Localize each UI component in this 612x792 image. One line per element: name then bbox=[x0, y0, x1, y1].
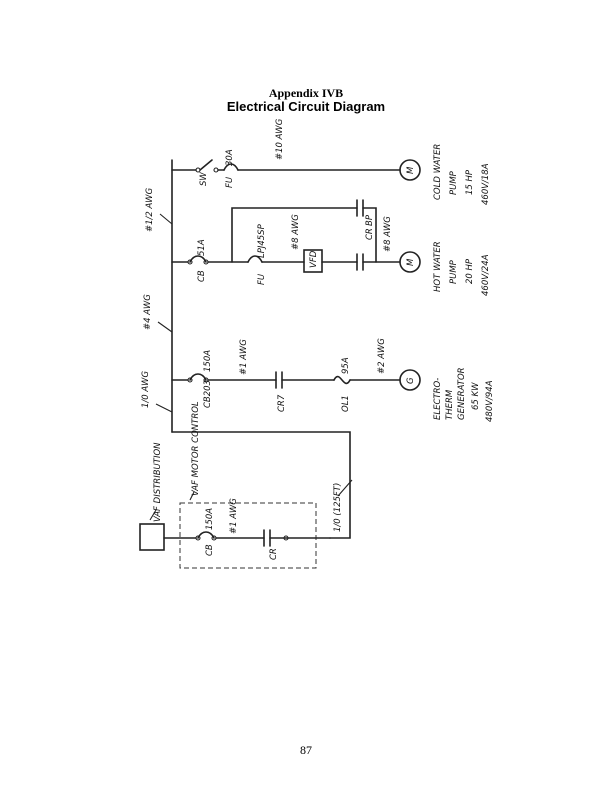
generator-cr-label: CR7 bbox=[277, 394, 287, 412]
vfd-box bbox=[303, 249, 323, 273]
bus-wire-label-2: #4 AWG bbox=[143, 294, 153, 330]
vaf-distribution-label: VAF DISTRIBUTION bbox=[153, 442, 163, 522]
generator-load-3: GENERATOR bbox=[457, 367, 467, 420]
cold-water-motor bbox=[399, 159, 421, 181]
hot-water-load-3: 20 HP bbox=[465, 258, 475, 284]
vaf-cr-label: CR bbox=[269, 548, 279, 560]
generator-load-4: 65 KW bbox=[471, 382, 481, 410]
vaf-distribution-box bbox=[139, 523, 165, 551]
generator-symbol bbox=[399, 369, 421, 391]
hot-water-motor bbox=[399, 251, 421, 273]
generator-cb-label: CB203 bbox=[203, 380, 213, 408]
page-number: 87 bbox=[300, 743, 312, 757]
cold-water-sw-label: SW bbox=[199, 172, 209, 186]
vaf-cb-label: CB bbox=[205, 544, 215, 556]
bus-wire-label-3: 1/0 AWG bbox=[141, 371, 151, 408]
hot-water-wire-b: #8 AWG bbox=[383, 216, 393, 252]
cold-water-load-2: PUMP bbox=[449, 170, 459, 195]
hot-water-cb-label: CB bbox=[197, 270, 207, 282]
hot-water-cr-label: CR bbox=[365, 228, 375, 240]
hot-water-bp-label: BP bbox=[365, 214, 375, 226]
generator-symbol-label: G bbox=[406, 377, 416, 384]
bus-wire-label-1: #1/2 AWG bbox=[145, 187, 155, 232]
hot-water-load-1: HOT WATER bbox=[433, 241, 443, 292]
vaf-wire-label: #1 AWG bbox=[229, 498, 239, 534]
vaf-cb-rating: 150A bbox=[205, 508, 215, 530]
generator-ol-label: OL1 bbox=[341, 395, 351, 412]
hot-water-fu-part: LPJ45SP bbox=[257, 223, 267, 258]
vaf-feeder-label: 1/0 (125FT) bbox=[333, 483, 343, 532]
bus-wire-labels: #1/2 AWG #4 AWG 1/0 AWG bbox=[141, 187, 173, 413]
generator-branch: G CB203 150A #1 AWG CR7 OL1 95A #2 AWG E… bbox=[171, 338, 495, 422]
hot-water-branch: VFD M CB 51A FU LPJ45SP #8 AWG CR BP #8 … bbox=[171, 199, 491, 296]
vaf-section: 1/0 (125FT) VAF DISTRIBUTION VAF MOTOR C… bbox=[139, 401, 353, 569]
cold-water-load-4: 460V/18A bbox=[481, 163, 491, 205]
generator-ol-rating: 95A bbox=[341, 357, 351, 374]
cold-water-motor-label: M bbox=[406, 166, 416, 174]
vaf-motor-control-box bbox=[179, 502, 317, 569]
generator-load-2: THERM bbox=[445, 389, 455, 420]
hot-water-wire-a: #8 AWG bbox=[291, 214, 301, 250]
generator-load-1: ELECTRO- bbox=[433, 378, 443, 420]
page-title: Electrical Circuit Diagram bbox=[226, 99, 386, 114]
cold-water-fuse-rating: 30A bbox=[225, 149, 235, 166]
hot-water-cb-rating: 51A bbox=[197, 239, 207, 256]
generator-wire-a: #1 AWG bbox=[239, 339, 249, 375]
generator-wire-b: #2 AWG bbox=[377, 338, 387, 374]
cold-water-load-1: COLD WATER bbox=[433, 144, 443, 200]
generator-load-5: 480V/94A bbox=[485, 380, 495, 422]
vaf-motor-control-label: VAF MOTOR CONTROL bbox=[191, 401, 201, 496]
vfd-label: VFD bbox=[309, 250, 319, 268]
cold-water-wire-label: #10 AWG bbox=[275, 118, 285, 160]
hot-water-motor-label: M bbox=[406, 258, 416, 266]
generator-cb-rating: 150A bbox=[203, 350, 213, 372]
cold-water-load-3: 15 HP bbox=[465, 169, 475, 195]
hot-water-load-2: PUMP bbox=[449, 259, 459, 284]
appendix-heading: Appendix IVB bbox=[268, 86, 344, 100]
cold-water-fu-label: FU bbox=[225, 176, 235, 188]
cold-water-branch: M SW FU 30A #10 AWG COLD WATER PUMP 15 H… bbox=[171, 118, 491, 205]
hot-water-load-4: 460V/24A bbox=[481, 254, 491, 296]
hot-water-fu-label: FU bbox=[257, 273, 267, 285]
